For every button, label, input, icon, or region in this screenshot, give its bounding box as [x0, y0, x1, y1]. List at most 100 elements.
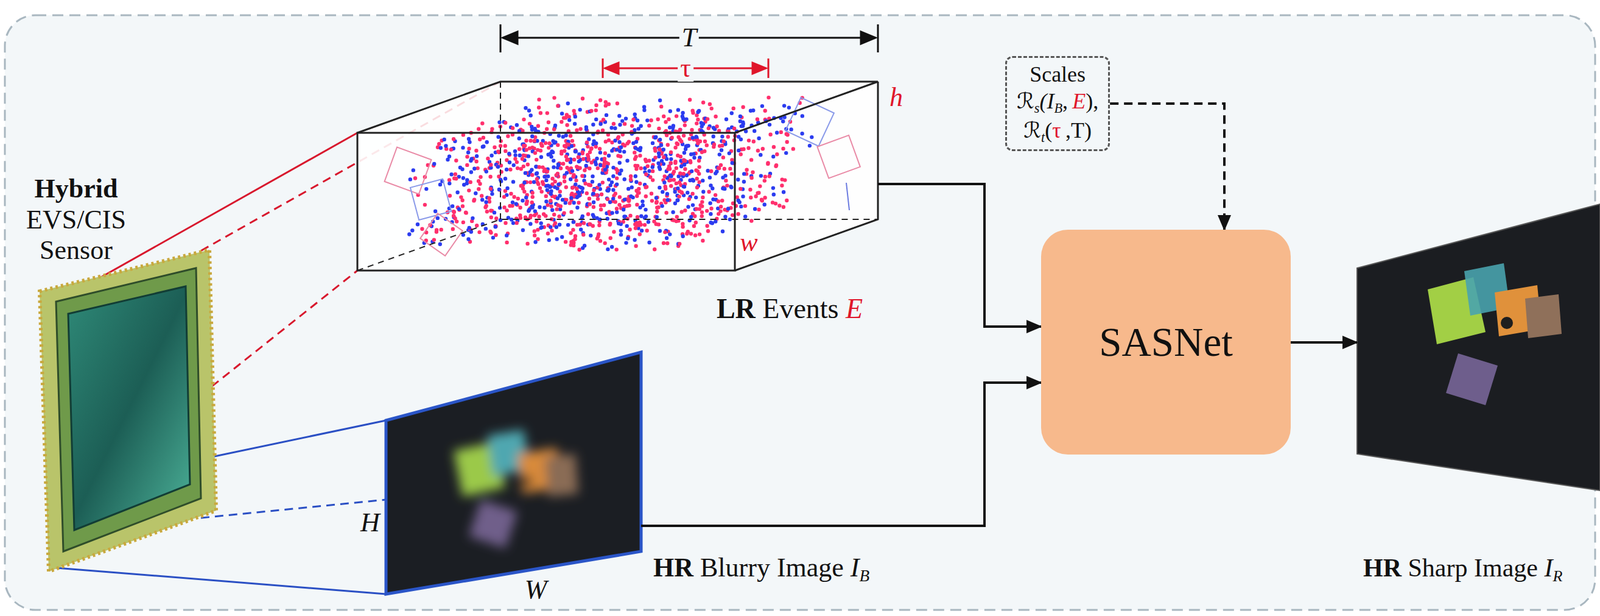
- event-dot: [667, 125, 672, 130]
- event-dot: [720, 143, 724, 148]
- event-dot: [511, 179, 516, 184]
- event-dot: [410, 228, 415, 232]
- event-dot: [648, 175, 653, 179]
- event-dot: [608, 236, 613, 240]
- event-dot: [464, 210, 469, 215]
- event-dot: [407, 231, 411, 236]
- event-dot: [673, 160, 678, 165]
- text-line: Sensor: [24, 235, 128, 267]
- text-block: SASNet: [1098, 317, 1233, 366]
- event-dot: [749, 218, 754, 223]
- event-dot: [460, 203, 465, 208]
- event-dot: [622, 197, 627, 201]
- event-dot: [781, 205, 786, 209]
- event-dot: [800, 113, 805, 118]
- event-dot: [759, 173, 763, 178]
- event-dot: [505, 133, 510, 138]
- event-dot: [692, 214, 697, 218]
- event-dot: [570, 138, 575, 143]
- event-dot: [570, 168, 575, 173]
- event-dot: [449, 147, 453, 151]
- event-dot: [539, 221, 544, 225]
- event-dot: [706, 168, 710, 173]
- event-dot: [488, 174, 492, 179]
- dimension-label: H: [357, 508, 383, 536]
- event-dot: [466, 236, 471, 241]
- event-dot: [621, 207, 626, 212]
- event-dot: [575, 222, 579, 227]
- event-dot: [591, 205, 596, 209]
- caption-text: LR: [716, 292, 756, 324]
- event-dot: [578, 127, 583, 131]
- event-dot: [655, 214, 659, 219]
- event-dot: [495, 164, 500, 169]
- connector-arrow: [877, 183, 1042, 327]
- event-dot: [743, 214, 748, 218]
- projection-line: [56, 567, 386, 594]
- event-dot: [628, 213, 632, 218]
- event-dot: [728, 166, 732, 171]
- event-dot: [563, 200, 568, 205]
- event-dot: [763, 108, 768, 113]
- event-dot: [668, 173, 673, 178]
- event-dot: [645, 228, 650, 232]
- event-dot: [574, 186, 579, 191]
- event-dot: [607, 153, 611, 158]
- event-dot: [671, 123, 676, 128]
- event-dot: [762, 195, 767, 200]
- event-dot: [466, 150, 471, 155]
- event-dot: [564, 154, 569, 159]
- event-dot: [587, 222, 592, 226]
- event-dot: [638, 146, 643, 150]
- event-dot: [550, 208, 555, 212]
- event-dot: [666, 143, 670, 147]
- event-dot: [726, 206, 730, 211]
- event-dot: [656, 126, 661, 131]
- event-dot: [789, 127, 793, 131]
- event-dot: [695, 169, 700, 173]
- event-dot: [452, 176, 457, 181]
- event-dot: [689, 214, 693, 219]
- event-dot: [619, 232, 623, 237]
- event-dot: [683, 158, 687, 163]
- event-dot: [691, 108, 695, 113]
- event-dot: [661, 241, 666, 245]
- event-dot: [564, 133, 569, 137]
- event-dot: [693, 233, 698, 237]
- event-dot: [680, 210, 684, 214]
- event-dot: [622, 214, 626, 218]
- event-dot: [642, 108, 646, 113]
- event-dot: [568, 230, 573, 235]
- event-dot: [630, 123, 634, 128]
- event-dot: [634, 180, 639, 184]
- event-dot: [611, 196, 615, 201]
- event-dot: [572, 157, 576, 162]
- event-dot: [503, 120, 508, 125]
- event-dot: [756, 136, 761, 141]
- event-dot: [470, 216, 475, 220]
- event-dot: [545, 202, 550, 207]
- event-dot: [420, 227, 424, 231]
- event-dot: [555, 143, 560, 147]
- event-dot: [617, 171, 622, 176]
- event-dot: [731, 106, 736, 111]
- dimension-label: τ: [677, 54, 694, 82]
- event-dot: [663, 119, 668, 124]
- caption-text: HR: [1363, 553, 1402, 582]
- event-dot: [663, 174, 667, 178]
- event-dot: [664, 236, 669, 240]
- event-dot: [719, 204, 723, 209]
- event-dot: [571, 219, 576, 224]
- event-dot: [530, 194, 535, 199]
- event-dot: [610, 180, 614, 184]
- event-dot: [530, 190, 534, 195]
- event-dot: [537, 205, 542, 209]
- event-dot: [617, 202, 622, 207]
- event-dot: [689, 127, 694, 132]
- event-dot: [467, 225, 472, 230]
- caption-text: Hybrid: [34, 173, 119, 204]
- event-dot: [658, 137, 662, 142]
- event-dot: [544, 199, 548, 204]
- event-dot: [647, 169, 651, 173]
- event-dot: [684, 144, 689, 148]
